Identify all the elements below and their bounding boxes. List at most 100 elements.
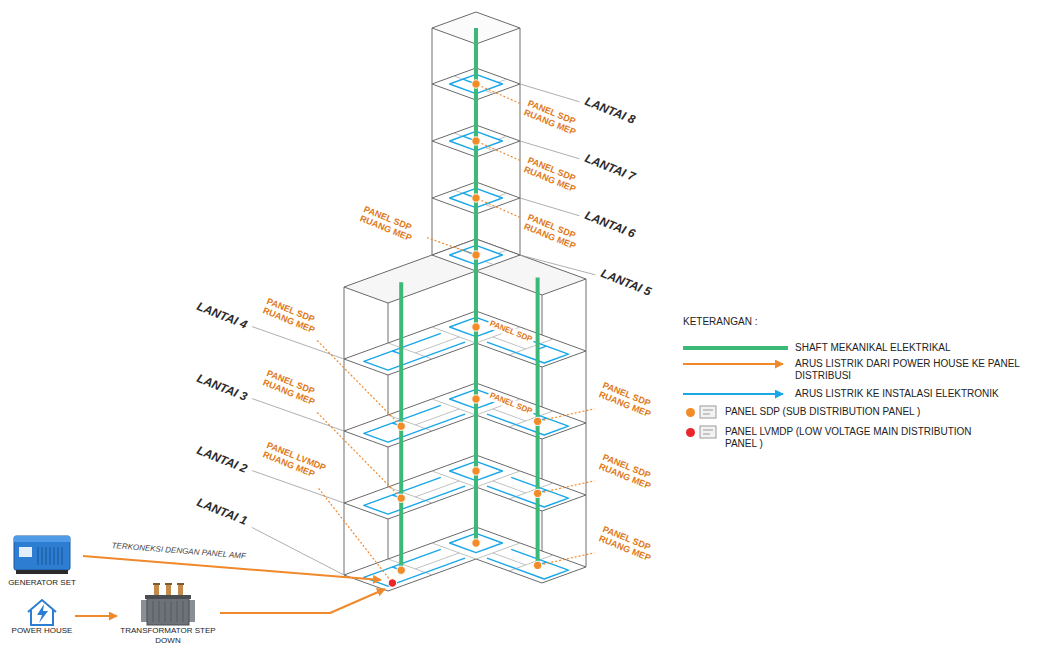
roof-plate	[344, 239, 586, 303]
sdp-dot	[397, 422, 405, 430]
room-wall	[486, 205, 494, 208]
room-wall	[498, 136, 507, 139]
cable-route	[364, 477, 465, 514]
floor-leader	[252, 399, 344, 431]
callout-leader	[317, 340, 397, 422]
floor-label: LANTAI 2	[194, 443, 249, 477]
transformer-fin	[141, 600, 147, 622]
room-wall	[415, 481, 459, 497]
floor-plate	[344, 311, 586, 375]
floor-plate	[344, 455, 586, 519]
panel-callout: PANEL LVMDP RUANG MEP	[262, 440, 336, 486]
floor-label: LANTAI 7	[582, 151, 637, 185]
me-shaft	[474, 28, 478, 543]
label-holder: LANTAI 5	[598, 266, 653, 300]
label-holder: LANTAI 7	[582, 151, 637, 185]
room-wall	[486, 262, 494, 265]
room-wall	[476, 471, 520, 487]
panel-callout: PANEL SDP RUANG MEP	[523, 98, 588, 140]
label-holder: LANTAI 6	[582, 208, 637, 242]
install-arrow-sample	[683, 393, 783, 395]
label-holder: PANEL SDP RUANG MEP	[598, 524, 663, 566]
sdp-dot	[472, 395, 480, 403]
power-arrow	[75, 615, 117, 617]
generator-base	[16, 570, 68, 574]
panel-icon	[700, 406, 716, 418]
room-wall	[432, 471, 476, 487]
sdp-dot	[397, 494, 405, 502]
callout-leader	[317, 412, 397, 494]
transformer-insulator	[178, 585, 183, 595]
room-wall	[432, 327, 476, 343]
shaft-sample	[683, 346, 788, 350]
equipment-node: GENERATOR SET	[2, 532, 82, 588]
room-wall	[493, 481, 526, 493]
room-wall	[432, 543, 476, 559]
legend-heading: KETERANGAN :	[683, 316, 757, 328]
power-arrow-sample	[683, 363, 783, 365]
floor-plate	[344, 527, 586, 591]
legend-text: ARUS LISTRIK DARI POWER HOUSE KE PANEL D…	[795, 358, 1040, 382]
panel-callout: PANEL SDP RUANG MEP	[598, 524, 663, 566]
sdp-dot	[472, 251, 480, 259]
panel-callout: PANEL SDP RUANG MEP	[359, 204, 424, 246]
power-lines	[83, 556, 385, 613]
legend-swatch	[686, 408, 695, 417]
legend-text: SHAFT MEKANIKAL ELEKTRIKAL	[795, 342, 1045, 354]
sdp-dot	[472, 323, 480, 331]
cable-route	[487, 549, 568, 579]
panel-callout: PANEL SDP RUANG MEP	[262, 296, 327, 338]
label-holder: PANEL SDP RUANG MEP	[598, 452, 663, 494]
sdp-dot	[397, 566, 405, 574]
floor-plate	[344, 383, 586, 447]
floor-label: LANTAI 4	[194, 299, 249, 333]
generator-panel	[19, 547, 32, 557]
label-holder: PANEL SDP RUANG MEP	[598, 380, 663, 422]
sdp-dot	[472, 539, 480, 547]
callout-leader	[543, 481, 594, 492]
sdp-dot	[472, 137, 480, 145]
cable-route	[364, 405, 465, 442]
generator-body	[14, 536, 70, 570]
panel-icon	[700, 426, 716, 438]
transformer-ribs	[153, 601, 183, 622]
transformer-cap	[177, 583, 184, 585]
label-holder: KETERANGAN :	[683, 316, 757, 328]
panel-callout: PANEL SDP RUANG MEP	[598, 452, 663, 494]
legend-text: ARUS LISTRIK KE INSTALASI ELEKTRONIK	[795, 388, 1045, 400]
callout-leader	[543, 553, 594, 564]
room-wall	[415, 337, 459, 353]
callout-leader	[543, 409, 594, 420]
transformer-cap	[153, 583, 160, 585]
connection-note: TERKONEKSI DENGAN PANEL AMF	[111, 541, 246, 562]
room-wall	[486, 91, 494, 94]
floor-label: LANTAI 3	[194, 371, 249, 405]
label-holder: PANEL SDP RUANG MEP	[523, 212, 588, 254]
sdp-dot	[533, 489, 541, 497]
label-holder: LANTAI 8	[582, 94, 637, 128]
label-holder: TERKONEKSI DENGAN PANEL AMF	[111, 541, 246, 562]
label-holder: PANEL SDP RUANG MEP	[523, 155, 588, 197]
transformer-fin	[189, 600, 195, 622]
callout-leader	[318, 488, 388, 578]
transformer-body	[147, 598, 189, 625]
callout-leader	[481, 143, 519, 160]
generator-top	[14, 536, 70, 542]
transformer-insulator	[166, 585, 171, 595]
equipment-label: GENERATOR SET	[2, 578, 82, 588]
floor-label: LANTAI 1	[194, 495, 249, 529]
callout-leader	[481, 86, 519, 103]
leader-lines	[252, 84, 596, 578]
room-wall	[498, 250, 507, 253]
room-wall	[498, 79, 507, 82]
equipment-label: TRANSFORMATOR STEP DOWN	[118, 626, 218, 646]
room-wall	[432, 399, 476, 415]
equipment-node: TRANSFORMATOR STEP DOWN	[118, 582, 218, 646]
panel-callout: PANEL SDP RUANG MEP	[523, 212, 588, 254]
room-wall	[415, 409, 459, 425]
equipment-label: POWER HOUSE	[10, 626, 74, 636]
power-wire	[220, 589, 385, 613]
sdp-dot	[472, 80, 480, 88]
lightning-symbol	[37, 604, 48, 623]
